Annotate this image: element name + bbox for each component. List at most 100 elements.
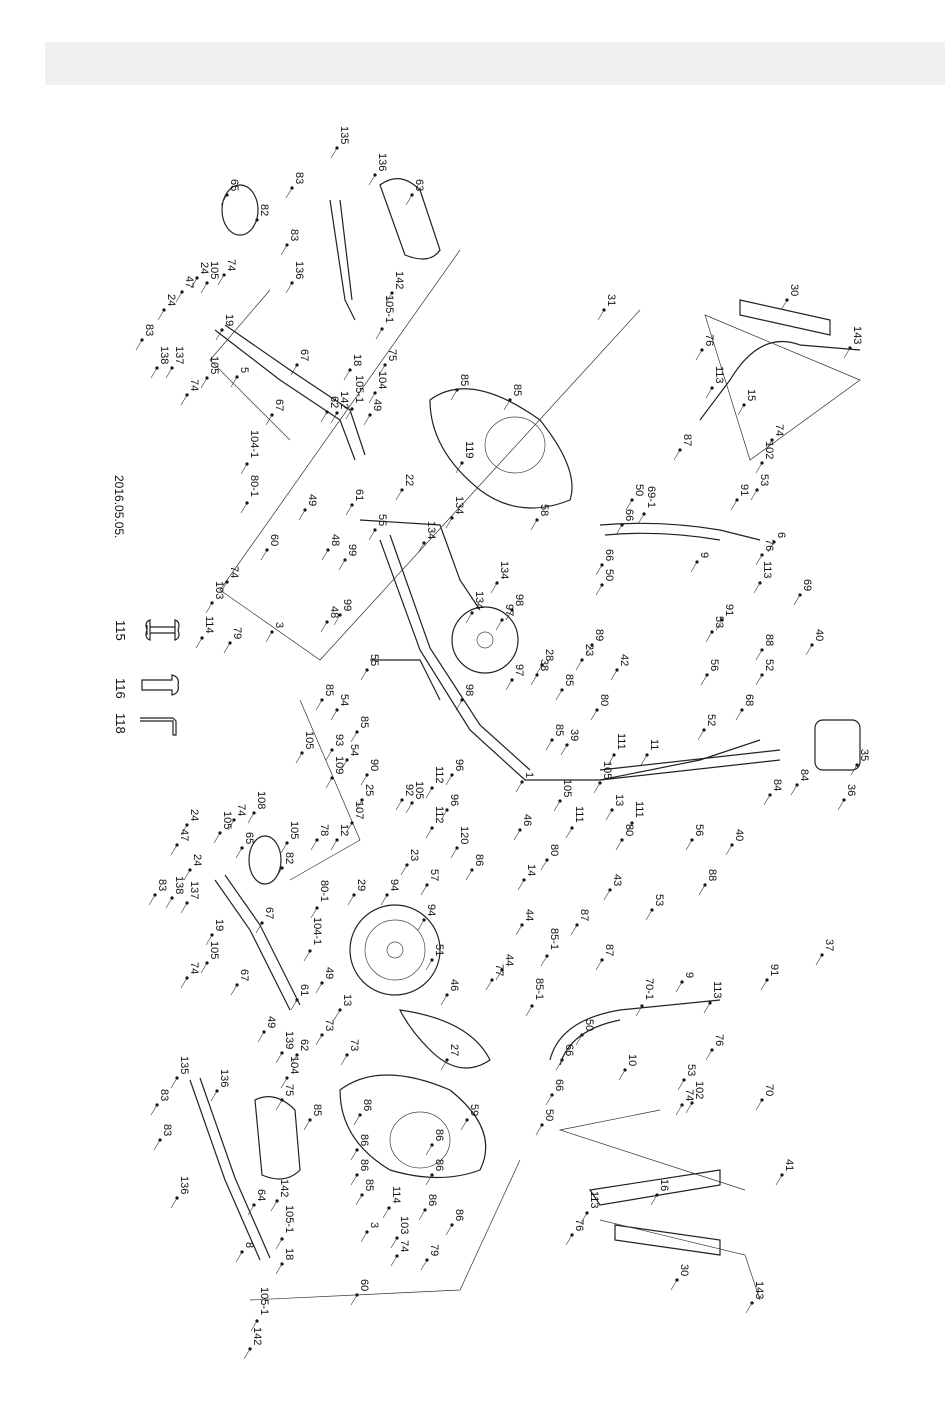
- leader-line: [270, 1200, 278, 1212]
- part-label-58: 58: [538, 504, 550, 516]
- leader-line: [378, 364, 386, 376]
- part-label-73: 73: [348, 1039, 360, 1051]
- leader-line: [345, 822, 353, 834]
- part-label-84: 84: [771, 779, 783, 791]
- part-label-54: 54: [338, 694, 350, 706]
- part-label-114: 114: [390, 1186, 402, 1204]
- part-label-105: 105: [208, 356, 220, 374]
- part-label-61: 61: [298, 984, 310, 996]
- part-label-80-1: 80-1: [318, 880, 330, 902]
- leader-line: [405, 802, 413, 814]
- leader-line: [315, 1034, 323, 1046]
- part-label-56: 56: [708, 659, 720, 671]
- leader-line: [675, 981, 683, 993]
- part-label-11: 11: [648, 739, 660, 750]
- leader-line: [347, 894, 355, 906]
- leader-line: [737, 404, 745, 416]
- part-label-82: 82: [283, 852, 295, 864]
- leader-line: [290, 1054, 298, 1066]
- leader-line: [257, 1031, 265, 1043]
- leader-line: [540, 859, 548, 871]
- part-label-105-1: 105-1: [283, 1205, 295, 1233]
- part-label-66: 66: [603, 549, 615, 561]
- pedal-bracket-lower: [189, 1077, 271, 1261]
- part-label-86: 86: [361, 1099, 373, 1111]
- part-label-87: 87: [681, 434, 693, 446]
- leader-line: [150, 367, 158, 379]
- leader-line: [345, 408, 353, 420]
- leader-line: [440, 809, 448, 821]
- part-label-85: 85: [563, 674, 575, 686]
- leader-line: [560, 744, 568, 756]
- part-label-30: 30: [678, 1264, 690, 1276]
- part-label-50: 50: [633, 484, 645, 496]
- part-label-139: 139: [283, 1031, 295, 1049]
- part-label-84: 84: [798, 769, 810, 781]
- part-label-135: 135: [338, 126, 350, 144]
- part-label-111: 111: [633, 801, 645, 818]
- date-label: 2016.05.05.: [112, 475, 126, 538]
- leader-line: [755, 1099, 763, 1111]
- part-label-90: 90: [368, 759, 380, 771]
- leader-line: [445, 1224, 453, 1236]
- part-label-12: 12: [338, 824, 350, 836]
- base-rail: [359, 519, 481, 701]
- part-label-112: 112: [433, 806, 445, 824]
- part-label-22: 22: [403, 474, 415, 486]
- part-label-43: 43: [611, 874, 623, 886]
- leader-line: [697, 729, 705, 741]
- part-label-138: 138: [173, 876, 185, 894]
- leader-line: [260, 549, 268, 561]
- leader-line: [590, 709, 598, 721]
- leader-line: [763, 794, 771, 806]
- part-label-15: 15: [745, 389, 757, 401]
- part-label-142: 142: [338, 391, 350, 409]
- part-label-86: 86: [433, 1159, 445, 1171]
- leader-line: [321, 549, 329, 561]
- leader-line: [495, 619, 503, 631]
- part-label-105: 105: [561, 779, 573, 797]
- leader-line: [745, 1302, 753, 1314]
- leader-line: [165, 897, 173, 909]
- part-label-83: 83: [161, 1124, 173, 1136]
- part-label-99: 99: [346, 544, 358, 556]
- part-label-52: 52: [763, 659, 775, 671]
- handlebar-30-lower: [614, 1224, 721, 1256]
- part-label-53: 53: [713, 616, 725, 628]
- leader-line: [670, 1279, 678, 1291]
- leader-line: [843, 347, 851, 359]
- drive-belt: [398, 1009, 491, 1069]
- leader-line: [485, 979, 493, 991]
- part-label-6: 6: [775, 532, 787, 538]
- part-label-50: 50: [603, 569, 615, 581]
- part-label-92: 92: [403, 784, 415, 796]
- leader-line: [607, 754, 615, 766]
- leader-line: [715, 619, 723, 631]
- leader-line: [530, 674, 538, 686]
- leader-line: [455, 462, 463, 474]
- part-label-66: 66: [623, 509, 635, 521]
- part-label-104-1: 104-1: [248, 430, 260, 458]
- handle-arm-right: [599, 522, 761, 541]
- flywheel-inner: [364, 919, 426, 981]
- part-label-143: 143: [851, 326, 863, 344]
- part-label-88: 88: [706, 869, 718, 881]
- part-label-23: 23: [408, 849, 420, 861]
- part-label-104: 104: [376, 371, 388, 389]
- leader-line: [625, 499, 633, 511]
- leader-line: [755, 462, 763, 474]
- part-label-1: 1: [523, 772, 535, 778]
- leader-line: [213, 832, 221, 844]
- part-label-137: 137: [188, 881, 200, 899]
- part-label-13: 13: [613, 794, 625, 806]
- leader-line: [420, 884, 428, 896]
- leader-line: [570, 924, 578, 936]
- leader-line: [755, 674, 763, 686]
- part-label-75: 75: [283, 1084, 295, 1096]
- part-label-54: 54: [348, 744, 360, 756]
- part-label-53: 53: [653, 894, 665, 906]
- leader-line: [170, 1197, 178, 1209]
- part-label-86: 86: [473, 854, 485, 866]
- leader-line: [545, 1094, 553, 1106]
- leader-line: [217, 274, 225, 286]
